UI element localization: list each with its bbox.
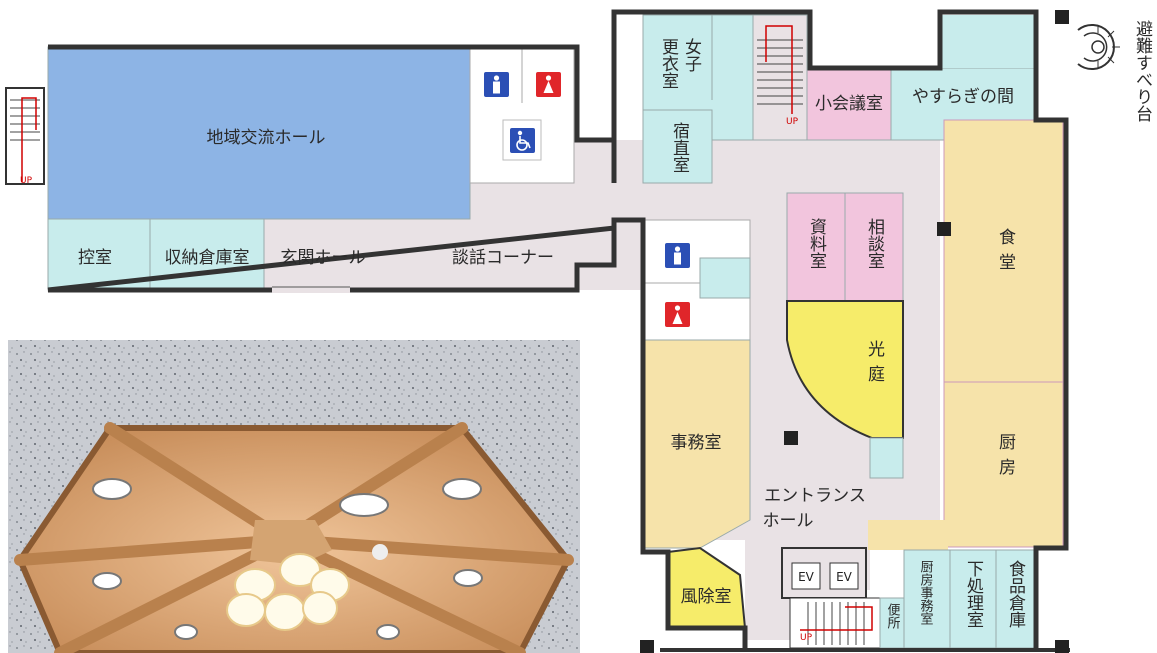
elevator-2-label: EV [836, 570, 853, 584]
stair-icon[interactable] [789, 597, 881, 649]
pillar [1055, 640, 1069, 653]
label-dining: 食堂 [995, 228, 1016, 278]
label-office: 事務室 [671, 433, 722, 453]
elevator-1-label: EV [798, 570, 815, 584]
small-meeting-room[interactable] [806, 67, 892, 141]
label-entrance-hall: 玄関ホール [281, 248, 366, 268]
pillar [640, 640, 654, 653]
label-small-meeting: 小会議室 [815, 94, 883, 114]
stair-up-label-bottom: UP [800, 633, 813, 643]
label-kitchen: 厨房 [995, 433, 1016, 483]
label-consult: 相談室 [864, 218, 885, 269]
label-food-storage: 食品倉庫 [1005, 560, 1026, 628]
elevator-2[interactable] [829, 562, 859, 590]
stair-up-label-top: UP [786, 117, 799, 127]
label-kitchen-office: 厨房事務室 [918, 560, 934, 625]
pillar [937, 222, 951, 236]
slide-icon [1077, 24, 1120, 70]
label-changing-room: 更衣室 [658, 38, 679, 89]
label-night-duty: 宿直室 [669, 122, 690, 173]
stair-icon[interactable] [752, 14, 808, 141]
consultation-room[interactable] [844, 192, 904, 302]
male-toilet-icon [665, 243, 690, 268]
stair-up-label-left: UP [20, 176, 33, 186]
dining-room[interactable] [943, 119, 1064, 383]
night-duty-room[interactable] [642, 109, 713, 184]
label-materials: 資料室 [806, 218, 827, 269]
label-prep-room: 下処理室 [963, 560, 984, 628]
pillar [784, 431, 798, 445]
right-wing-wall [611, 9, 1069, 650]
community-hall[interactable] [47, 46, 471, 220]
label-windbreak: 風除室 [681, 587, 732, 607]
restroom-small[interactable] [879, 597, 905, 649]
male-toilet-icon [484, 72, 509, 97]
stair-icon[interactable] [5, 87, 45, 185]
label-hikae: 控室 [78, 248, 112, 268]
label-evacuation-slide: 避難すべり台 [1132, 20, 1153, 122]
label-toilet: 便所 [885, 603, 901, 629]
label-entrance-hall2b: ホール [763, 511, 814, 531]
wheelchair-icon [510, 128, 535, 153]
label-lounge: 談話コーナー [452, 248, 554, 268]
label-storage: 収納倉庫室 [165, 248, 250, 268]
label-women: 女子 [681, 38, 702, 72]
label-yasuragi: やすらぎの間 [912, 87, 1014, 107]
label-hall: 地域交流ホール [207, 128, 326, 148]
kitchen-room[interactable] [943, 381, 1064, 548]
female-toilet-icon [536, 72, 561, 97]
ceiling-photo [8, 340, 580, 653]
female-toilet-icon [665, 302, 690, 327]
pillar [1055, 10, 1069, 24]
elevator-1[interactable] [791, 562, 821, 590]
prep-room[interactable] [949, 549, 997, 649]
label-courtyard: 光庭 [864, 340, 885, 390]
label-entrance-hall2: エントランス [764, 486, 866, 506]
